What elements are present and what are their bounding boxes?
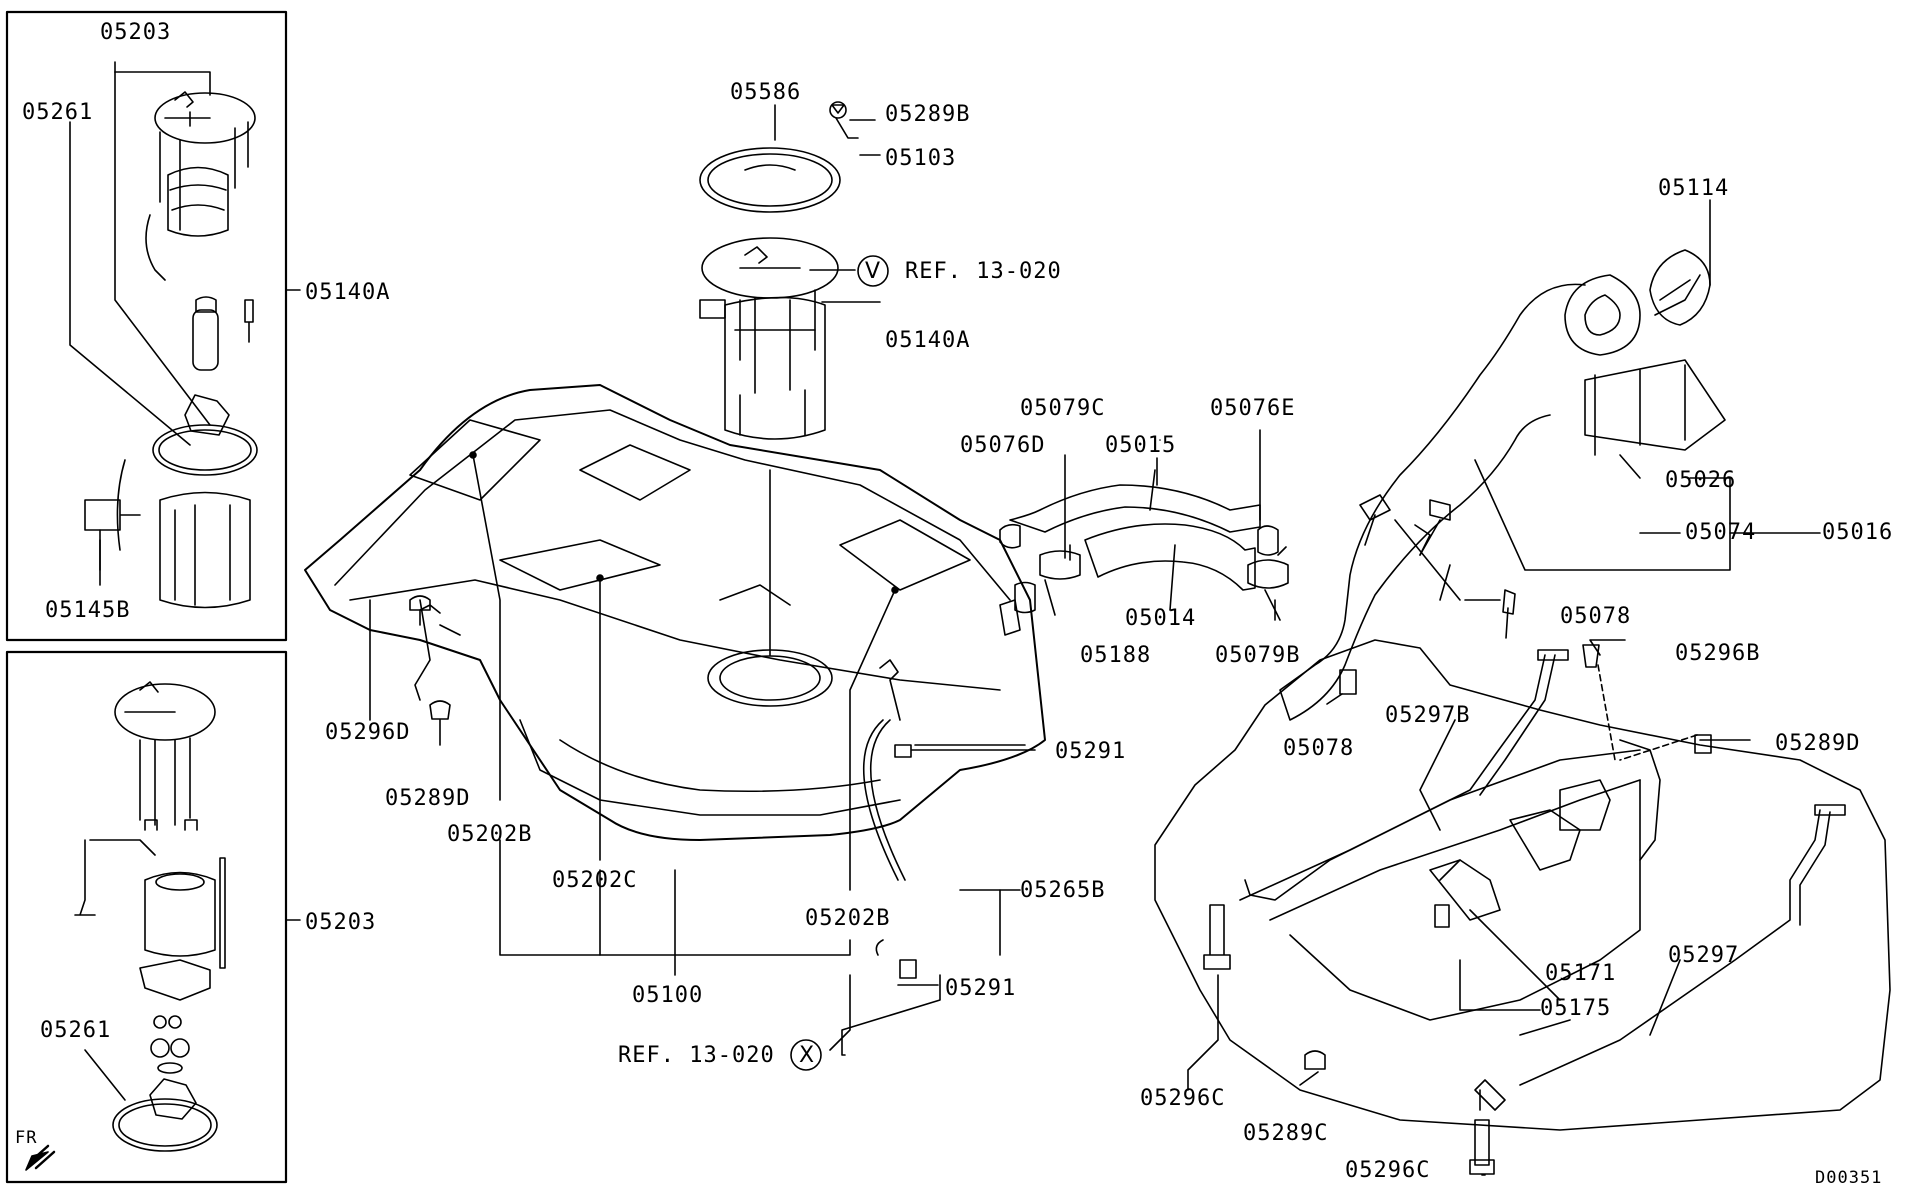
fuel-tank bbox=[304, 384, 1046, 841]
part-label-05078-center: 05078 bbox=[1283, 736, 1355, 761]
callout-x-letter: X bbox=[799, 1043, 815, 1068]
reference-label-x: REF. 13-020 bbox=[618, 1043, 775, 1068]
part-label-05171: 05171 bbox=[1545, 961, 1617, 986]
part-label-05296C-left: 05296C bbox=[1140, 1086, 1226, 1111]
part-label-05291-bottom: 05291 bbox=[945, 976, 1017, 1001]
heat-shield-and-straps bbox=[1154, 639, 1891, 1131]
direction-marker: FR bbox=[15, 1128, 38, 1148]
center-top-leaders bbox=[769, 104, 881, 656]
callout-v-letter: V bbox=[865, 259, 881, 284]
callout-circle-v bbox=[857, 255, 889, 287]
bottom-box-leaders bbox=[84, 919, 301, 1101]
part-label-05140A-center: 05140A bbox=[885, 328, 971, 353]
part-label-05016: 05016 bbox=[1822, 520, 1894, 545]
part-label-05202B-left: 05202B bbox=[447, 822, 533, 847]
part-label-05103: 05103 bbox=[885, 146, 957, 171]
part-label-05289D-left: 05289D bbox=[385, 786, 471, 811]
part-label-05076E: 05076E bbox=[1210, 396, 1296, 421]
part-label-05202C: 05202C bbox=[552, 868, 638, 893]
reference-label-v: REF. 13-020 bbox=[905, 259, 1062, 284]
hose-leaders bbox=[1044, 429, 1281, 621]
callout-circle-x bbox=[790, 1039, 822, 1071]
part-label-05078-right: 05078 bbox=[1560, 604, 1632, 629]
part-label-05079C: 05079C bbox=[1020, 396, 1106, 421]
part-label-05261-bottom: 05261 bbox=[40, 1018, 112, 1043]
pump-module-exploded-top bbox=[84, 91, 258, 609]
right-bottom-leaders bbox=[1187, 639, 1751, 1176]
top-box-leaders bbox=[69, 61, 301, 586]
front-direction-arrow bbox=[25, 1144, 56, 1171]
part-label-05265B: 05265B bbox=[1020, 878, 1106, 903]
part-label-05296D: 05296D bbox=[325, 720, 411, 745]
pump-gasket-and-module bbox=[699, 101, 859, 440]
pump-module-exploded-bottom bbox=[74, 681, 226, 1152]
part-label-05026: 05026 bbox=[1665, 468, 1737, 493]
filler-neck-leaders bbox=[1394, 199, 1821, 601]
part-label-05114: 05114 bbox=[1658, 176, 1730, 201]
part-label-05015: 05015 bbox=[1105, 433, 1177, 458]
part-label-05079B: 05079B bbox=[1215, 643, 1301, 668]
part-label-05188: 05188 bbox=[1080, 643, 1152, 668]
filler-hoses bbox=[999, 484, 1289, 614]
part-label-05074: 05074 bbox=[1685, 520, 1757, 545]
part-label-05014: 05014 bbox=[1125, 606, 1197, 631]
part-label-05297: 05297 bbox=[1668, 943, 1740, 968]
part-label-05261-top: 05261 bbox=[22, 100, 94, 125]
part-label-05140A-left: 05140A bbox=[305, 280, 391, 305]
part-label-05203-top: 05203 bbox=[100, 20, 172, 45]
tank-leaders bbox=[369, 454, 1036, 1056]
right-fasteners bbox=[1203, 644, 1712, 1175]
part-label-05100: 05100 bbox=[632, 983, 704, 1008]
part-label-05175: 05175 bbox=[1540, 996, 1612, 1021]
part-label-05297B: 05297B bbox=[1385, 703, 1471, 728]
part-label-05289D-right: 05289D bbox=[1775, 731, 1861, 756]
part-label-05202B-right: 05202B bbox=[805, 906, 891, 931]
part-label-05289B: 05289B bbox=[885, 102, 971, 127]
part-label-05291-top: 05291 bbox=[1055, 739, 1127, 764]
part-label-05296B: 05296B bbox=[1675, 641, 1761, 666]
part-label-05076D: 05076D bbox=[960, 433, 1046, 458]
diagram-code: D00351 bbox=[1815, 1168, 1883, 1188]
part-label-05586: 05586 bbox=[730, 80, 802, 105]
part-label-05203-left: 05203 bbox=[305, 910, 377, 935]
part-label-05289C: 05289C bbox=[1243, 1121, 1329, 1146]
part-label-05296C-bottom: 05296C bbox=[1345, 1158, 1431, 1183]
detail-box-top bbox=[5, 10, 288, 642]
tank-fasteners bbox=[409, 595, 917, 979]
detail-box-bottom bbox=[5, 650, 288, 1184]
part-label-05145B: 05145B bbox=[45, 598, 131, 623]
